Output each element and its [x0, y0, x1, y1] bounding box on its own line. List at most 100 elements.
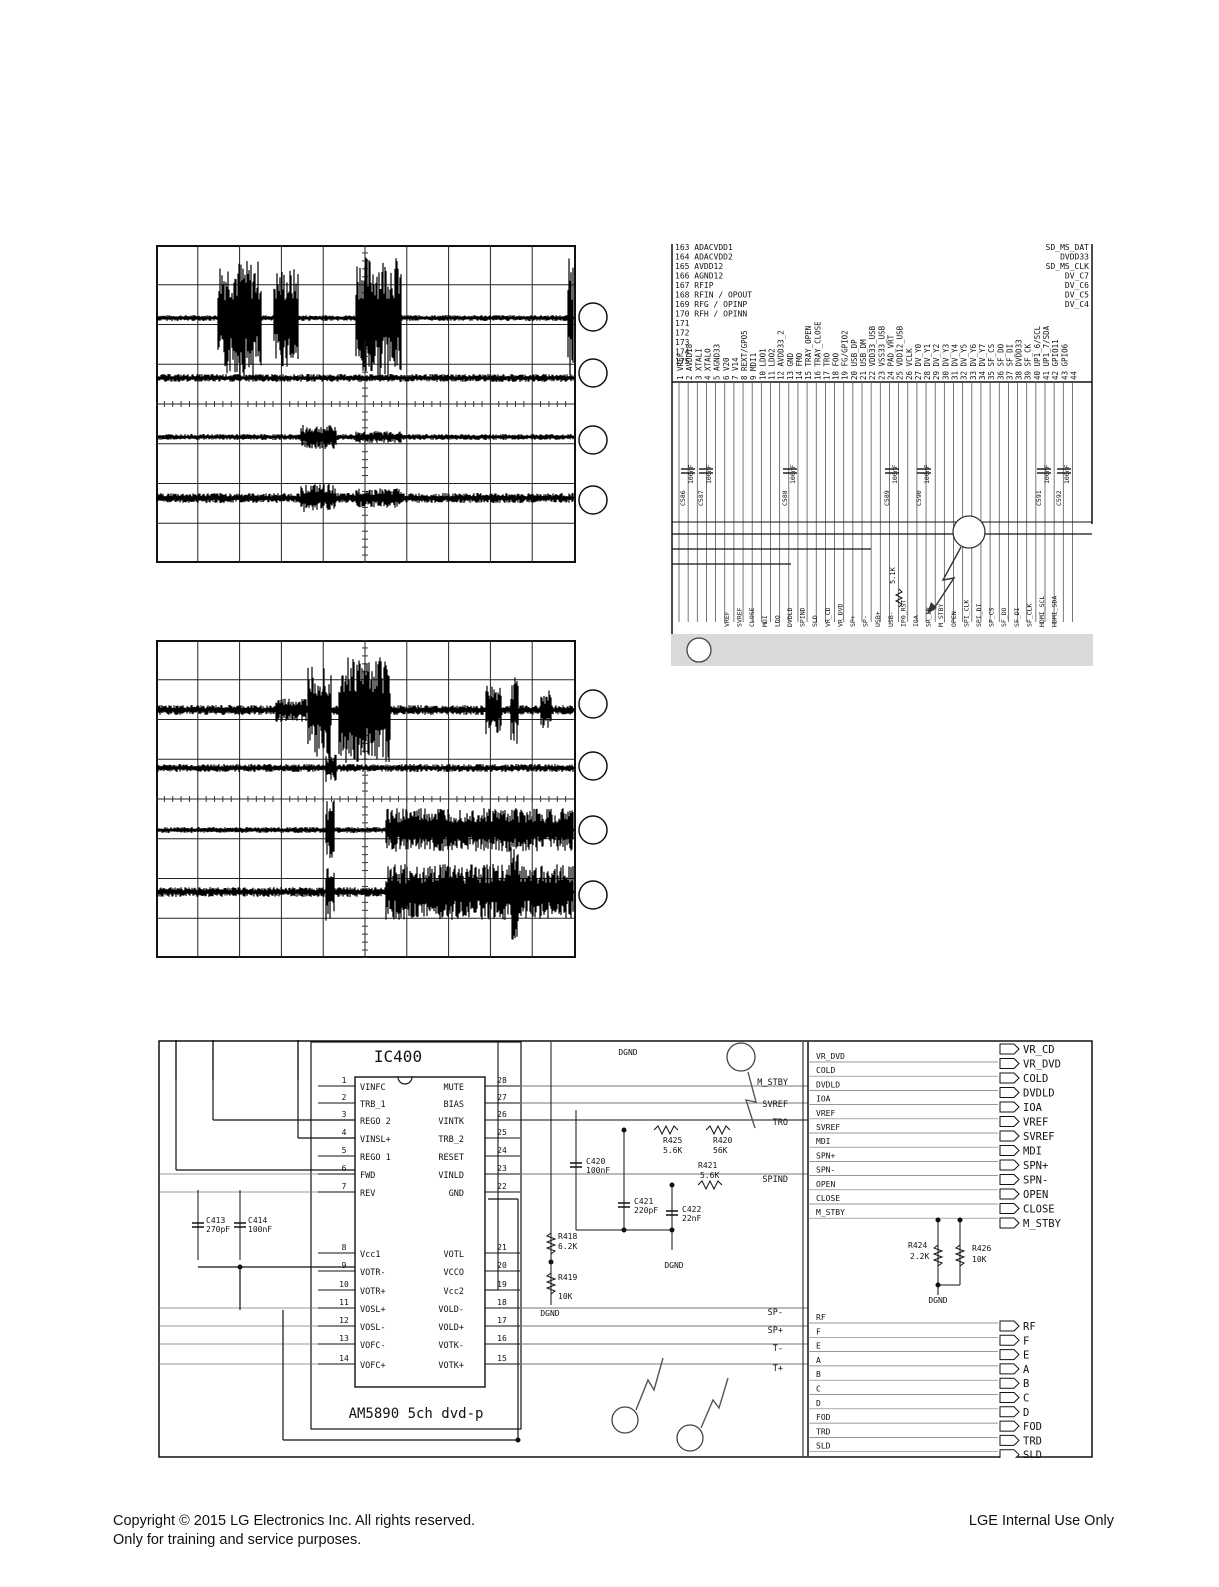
probe-arrow: [932, 546, 962, 611]
connector-label: E: [1023, 1350, 1029, 1362]
ic-pin-name: VOSL+: [360, 1305, 386, 1315]
ic-pin-number: 3: [342, 1110, 347, 1119]
channel-marker: [578, 815, 608, 845]
inner-net-label: RF: [816, 1313, 826, 1322]
bottom-signal-label: MDI: [761, 615, 769, 627]
ic-pin-number: 6: [342, 1164, 347, 1173]
connector-arrow: [999, 1363, 1020, 1375]
top-pin-label: 3 XTALI: [694, 348, 703, 380]
top-pin-label: 29 DV_Y2: [932, 344, 941, 380]
r419-value: 10K: [558, 1292, 573, 1301]
ic-pin-number: 13: [339, 1334, 349, 1343]
training-text: Only for training and service purposes.: [113, 1532, 362, 1548]
connector-label: VR_DVD: [1023, 1059, 1061, 1071]
probe-arrowhead: [927, 602, 937, 614]
bottom-signal-label: HDMI_SDA: [1051, 596, 1059, 627]
capacitor-label: C587: [697, 490, 705, 506]
net-label: T+: [773, 1364, 783, 1374]
top-pin-label: 27 DV_Y0: [914, 343, 923, 380]
connector-label: B: [1023, 1378, 1029, 1390]
ic-notch: [397, 1076, 413, 1085]
top-pin-label: 10 LDO1: [758, 348, 767, 380]
ic-pin-name: VINTK: [438, 1117, 464, 1127]
inner-net-label: C: [816, 1385, 821, 1394]
ic-pin-number: 24: [497, 1146, 507, 1155]
top-pin-label: 40 UP1_6/SCL: [1033, 325, 1042, 380]
top-pin-label: 9 MDI1: [749, 353, 758, 380]
c413-label: C413: [206, 1216, 225, 1225]
connector-arrow: [999, 1377, 1020, 1389]
inner-net-label: D: [816, 1399, 821, 1408]
bottom-signal-label: IP0_RST: [899, 600, 907, 627]
top-pin-label: 4 XTALO: [703, 348, 712, 380]
junction: [515, 1437, 521, 1443]
r420-value: 56K: [713, 1146, 728, 1155]
top-pin-label: 20 USB_DP: [850, 339, 859, 380]
top-pin-label: 36 SF_DO: [996, 343, 1005, 380]
connector-label: SVREF: [1023, 1131, 1055, 1143]
net-label: SP+: [768, 1326, 783, 1336]
side-pin-label: 163 ADACVDD1: [675, 244, 733, 252]
top-pin-label: 17 TRO: [822, 352, 831, 380]
top-pin-label: 44: [1069, 370, 1078, 380]
bottom-signal-label: SPI_DI: [975, 603, 983, 627]
ic-pin-number: 19: [497, 1280, 507, 1289]
connector-label: SPN-: [1023, 1175, 1048, 1187]
ic-pin-number: 22: [497, 1182, 507, 1191]
channel-marker: [578, 302, 608, 332]
capacitor-label: C591: [1035, 490, 1043, 506]
side-pin-label: 165 AVDD12: [675, 262, 723, 271]
inner-net-label: SLD: [816, 1442, 831, 1451]
ic-pin-name: VOTL: [444, 1250, 464, 1260]
probe-marker: [611, 1406, 639, 1434]
inner-net-label: DVDLD: [816, 1080, 840, 1089]
junction: [621, 1227, 627, 1233]
bottom-signal-label: SVREF: [736, 607, 744, 627]
top-pin-label: 33 DV_Y6: [969, 343, 978, 380]
ic-pin-number: 9: [342, 1261, 347, 1270]
side-pin-label: 170 RFH / OPINN: [675, 310, 747, 319]
capacitor-value: 100nF: [789, 464, 797, 484]
connector-arrow: [999, 1174, 1020, 1185]
c422-label: C422: [682, 1205, 701, 1214]
inner-net-label: SPN-: [816, 1166, 835, 1175]
scope-top: [156, 245, 626, 563]
ic-pin-number: 5: [342, 1146, 347, 1155]
capacitor-label: C588: [781, 490, 789, 506]
ic-pin-number: 16: [497, 1334, 507, 1343]
top-pin-label: 38 DVDD33: [1015, 339, 1024, 380]
probe-arrow: [635, 1357, 664, 1411]
top-pin-label: 39 SF_CK: [1024, 343, 1033, 380]
connector-arrow: [999, 1392, 1020, 1403]
top-pin-label: 32 DV_Y5: [960, 344, 969, 380]
bottom-signal-label: SLD: [811, 615, 819, 627]
inner-net-label: B: [816, 1370, 821, 1379]
capacitor-value: 100nF: [1043, 464, 1051, 484]
inner-net-label: F: [816, 1327, 821, 1336]
ic-pin-name: VOSL-: [360, 1323, 386, 1333]
inner-net-label: FOD: [816, 1413, 831, 1422]
inner-net-label: COLD: [816, 1066, 835, 1075]
bottom-signal-label: SPI_CLK: [962, 600, 970, 627]
connector-label: F: [1023, 1335, 1029, 1347]
ic-pin-name: VOLD+: [438, 1323, 464, 1333]
channel-marker: [578, 880, 608, 910]
top-pin-label: 37 SF_DI: [1005, 344, 1014, 380]
c420-value: 100nF: [586, 1166, 610, 1175]
ic-body: [354, 1076, 486, 1388]
bottom-signal-label: USB+: [874, 611, 882, 627]
connector-arrow: [999, 1406, 1020, 1418]
channel-marker: [578, 485, 608, 515]
connector-arrow: [999, 1130, 1020, 1142]
resistor-label: 5.1K: [889, 566, 897, 584]
top-pin-label: 24 PAD_VRT: [886, 334, 895, 380]
top-pin-label: 34 DV_Y7: [978, 344, 987, 380]
c422-value: 22nF: [682, 1214, 701, 1223]
inner-net-label: E: [816, 1342, 821, 1351]
connector-label: MDI: [1023, 1146, 1042, 1158]
top-pin-label: 14 FMO: [795, 352, 804, 380]
bottom-signal-label: USB-: [887, 611, 895, 627]
ic-pin-number: 21: [497, 1243, 507, 1252]
scope-top-screen: [156, 245, 608, 563]
